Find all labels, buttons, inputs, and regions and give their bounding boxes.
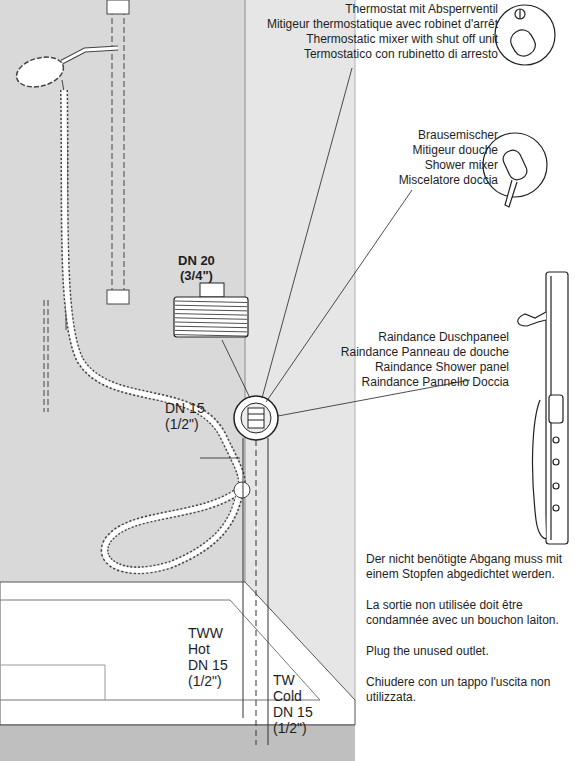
hot-pipe [243, 438, 244, 718]
shower-holder [62, 48, 118, 62]
fitting-body [174, 297, 248, 337]
rail-holder [107, 0, 129, 14]
product-label: Shower mixer [425, 158, 498, 173]
wall-outlet [234, 482, 250, 498]
thermostat-icon [495, 5, 555, 65]
wall-corner [245, 0, 246, 590]
product-label: Raindance Pannello Doccia [362, 375, 509, 390]
product-label: Termostatico con rubinetto di arresto [304, 47, 498, 62]
mixer-body [234, 396, 278, 440]
product-label: Raindance Panneau de douche [341, 345, 509, 360]
dimension-label: (3/4") [180, 268, 213, 283]
shower-holder [62, 48, 118, 62]
pipe-label: DN 15 [273, 704, 313, 720]
pipe-label: TW [273, 672, 295, 688]
product-label: Thermostatic mixer with shut off unit [306, 32, 498, 47]
dimension-label: DN 15 [165, 400, 205, 416]
mixer-core [248, 408, 264, 428]
hand-shower-head [13, 52, 67, 91]
mixer-body [241, 403, 271, 433]
product-label: Mitigeur thermostatique avec robinet d'a… [267, 17, 498, 32]
thread [175, 301, 247, 336]
shower-tray [0, 582, 355, 725]
product-label: Raindance Shower panel [375, 360, 509, 375]
pipe-label: TWW [188, 625, 223, 641]
product-label: Brausemischer [418, 128, 498, 143]
product-label: Thermostat mit Absperrventil [345, 2, 498, 17]
pipe-label: DN 15 [188, 657, 228, 673]
leader-line [200, 68, 470, 458]
fitting-nipple [200, 283, 224, 297]
right-wall [245, 0, 355, 700]
pipe-label: (1/2") [273, 720, 307, 736]
product-label: Miscelatore doccia [399, 173, 498, 188]
tray-rim [0, 600, 320, 700]
note-text: Der nicht benötigte Abgang muss mit eine… [366, 552, 571, 582]
rail-holder [107, 290, 129, 304]
note-text: Chiudere con un tappo l'uscita non utili… [366, 675, 571, 705]
note-text: Plug the unused outlet. [366, 644, 571, 659]
pipe-label: Cold [273, 688, 302, 704]
product-label: Raindance Duschpaneel [378, 330, 509, 345]
tray-step [0, 665, 105, 700]
pipe-label: (1/2") [188, 673, 222, 689]
note-text: La sortie non utilisée doit être condamn… [366, 598, 571, 628]
dimension-label: DN 20 [178, 253, 215, 268]
cold-pipe [268, 438, 269, 745]
pipe-label: Hot [188, 641, 210, 657]
shower-panel-icon [518, 272, 568, 544]
dimension-label: (1/2") [165, 416, 199, 432]
pipe-hidden [256, 440, 257, 745]
product-label: Mitigeur douche [413, 143, 498, 158]
